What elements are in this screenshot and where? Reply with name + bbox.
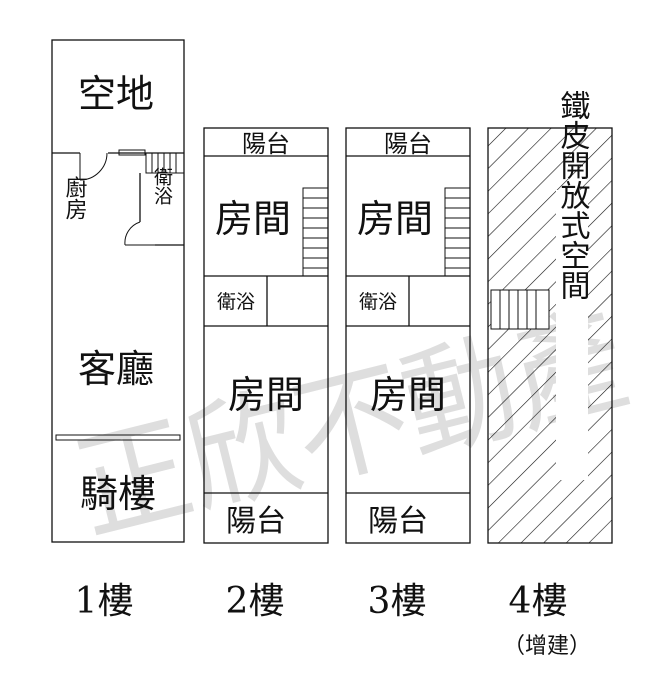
room-kitchen: 廚房 [62,176,88,220]
floor-3-outline [345,127,471,544]
arcade-partition [55,434,181,441]
floor-2-stairs [302,187,329,277]
balcony-top-3f: 陽台 [384,130,432,158]
room-top-3f: 房間 [357,197,433,241]
room-bathroom-1f: 衛浴 [151,167,173,205]
floor-4-sublabel: （增建） [503,634,591,659]
floor-label-4: 4樓 [509,581,568,622]
room-top-2f: 房間 [215,197,291,241]
room-living: 客廳 [78,347,154,391]
bathroom-door [124,221,155,246]
room-bottom-3f: 房間 [370,373,446,417]
floor-1-outline [51,39,185,543]
floor-2-outline [203,127,329,544]
balcony-bottom-2f: 陽台 [226,504,286,539]
balcony-bottom-3f: 陽台 [368,504,428,539]
floor-1-plan: 空地 廚房 衛浴 客廳 騎樓 [51,39,185,543]
floor-label-2: 2樓 [226,581,285,622]
floor-1-stairs [145,152,185,174]
room-open-space: 空地 [78,72,154,116]
bathroom-3f: 衛浴 [359,291,397,313]
room-arcade: 騎樓 [80,472,156,516]
room-bottom-2f: 房間 [228,373,304,417]
bathroom-2f: 衛浴 [217,291,255,313]
floor-label-1: 1樓 [75,581,134,622]
window [118,149,146,156]
floor-label-3: 3樓 [368,581,427,622]
floor-4-outline [487,127,613,544]
floor-3-stairs [444,187,471,277]
kitchen-door [79,152,108,181]
floor-2-plan: 陽台 房間 衛浴 房間 陽台 [203,127,329,544]
balcony-top-2f: 陽台 [242,130,290,158]
floor-3-plan: 陽台 房間 衛浴 房間 陽台 [345,127,471,544]
room-iron-open-space: 鐵皮開放式空間 [555,90,591,300]
floor-4-plan: 鐵皮開放式空間 [487,90,613,544]
floor-4-stairs [490,289,550,330]
